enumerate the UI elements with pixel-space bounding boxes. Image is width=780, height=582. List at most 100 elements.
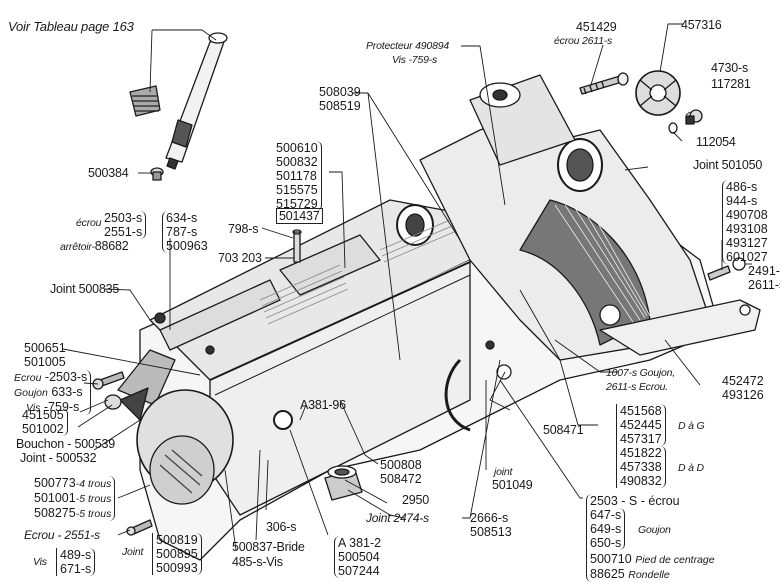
label-voir-tableau: Voir Tableau page 163 xyxy=(8,19,134,34)
label-protecteur: Protecteur 490894 xyxy=(366,40,449,52)
screw-ecrou-goujon xyxy=(92,371,125,390)
part-number: 452472 xyxy=(722,374,764,388)
part-number: A 381-2 xyxy=(338,536,382,550)
label-306s: 306-s xyxy=(266,520,297,534)
part-number: 787-s xyxy=(166,225,198,239)
label-goujon-word: Goujon xyxy=(638,524,671,536)
label-500384: 500384 xyxy=(88,166,129,180)
part-line: 501001-5 trous xyxy=(34,491,112,505)
screw-4730s xyxy=(685,109,703,125)
part-number: 493127 xyxy=(726,236,768,250)
part-number: 2503-s xyxy=(104,211,143,225)
part-number: 515575 xyxy=(276,183,318,197)
part-number: 501002 xyxy=(22,422,64,436)
group-d-a-d: 451822 457338 490832 xyxy=(616,446,666,488)
label-ecrou-2611: écrou 2611-s xyxy=(554,35,613,47)
label-goujon-1007: 1007-s Goujon, xyxy=(606,367,675,379)
leader-lines xyxy=(62,23,752,551)
group-500808: 500808 508472 xyxy=(380,458,422,486)
bolt-right xyxy=(707,257,746,281)
part-number: 500504 xyxy=(338,550,380,564)
part-number: 508039 xyxy=(319,85,361,99)
part-number: 457338 xyxy=(620,460,662,474)
part-line: 508275-5 trous xyxy=(34,506,112,520)
part-number: 500832 xyxy=(276,155,318,169)
label-vis-485: 485-s-Vis xyxy=(232,555,283,569)
part-number: 500651 xyxy=(24,341,66,355)
part-number: 452445 xyxy=(620,418,662,432)
label-508471: 508471 xyxy=(543,423,584,437)
part-number: 2551-s xyxy=(104,225,143,239)
label-501049: 501049 xyxy=(492,478,533,492)
bracket-452472 xyxy=(599,299,761,356)
part-number: 601027 xyxy=(726,250,768,264)
part-number: 508513 xyxy=(470,525,512,539)
part-number: 508472 xyxy=(380,472,422,486)
label-d-a-g: D à G xyxy=(678,420,705,432)
part-number: 515729 xyxy=(276,197,318,211)
label-451429: 451429 xyxy=(576,20,617,34)
goujon-subgroup: 647-s 649-s 650-s xyxy=(590,508,626,550)
label-vis-word: Vis xyxy=(33,556,47,568)
stud-798s xyxy=(292,229,302,263)
bearing-457316 xyxy=(635,70,681,116)
group-500651: 500651 501005 xyxy=(24,341,66,369)
gearbox-housing xyxy=(117,74,721,561)
label-d-a-d: D à D xyxy=(678,462,704,474)
part-number: 508519 xyxy=(319,99,361,113)
part-number: 451568 xyxy=(620,404,662,418)
part-number: 457317 xyxy=(620,432,662,446)
label-joint-500835: Joint 500835 xyxy=(50,282,120,296)
part-number: 486-s xyxy=(726,180,758,194)
speedometer-shaft xyxy=(165,32,228,170)
part-number: 2611-s xyxy=(748,278,780,292)
label-703203: 703 203 xyxy=(218,251,262,265)
group-2666: 2666-s 508513 xyxy=(470,511,512,539)
label-joint-501049-word: joint xyxy=(494,466,513,478)
group-451505: 451505 501002 xyxy=(22,408,68,436)
arretoir-number: 88682 xyxy=(94,239,129,253)
label-joint-word: Joint xyxy=(122,546,144,558)
part-number: 493108 xyxy=(726,222,768,236)
part-number: 451822 xyxy=(620,446,662,460)
label-joint-501050: Joint 501050 xyxy=(693,158,763,172)
label-117281: 117281 xyxy=(711,77,751,91)
group-500773: 500773-4 trous 501001-5 trous 508275-5 t… xyxy=(34,476,116,521)
part-number: 507244 xyxy=(338,564,380,578)
part-number: 944-s xyxy=(726,194,758,208)
label-2950: 2950 xyxy=(402,493,430,507)
part-line: Vis -759-s xyxy=(26,400,80,414)
label-a381-96: A381-96 xyxy=(300,398,346,412)
group-a381-2: A 381-2 500504 507244 xyxy=(334,536,381,578)
label-798s: 798-s xyxy=(228,222,259,236)
part-number: 500819 xyxy=(156,533,198,547)
label-4730s: 4730-s xyxy=(711,61,749,75)
part-number: 2666-s xyxy=(470,511,509,525)
washer-112054 xyxy=(668,122,678,134)
label-ecrou-word: écrou xyxy=(76,217,102,229)
label-joint-2474: Joint 2474-s xyxy=(366,511,429,525)
part-line: 2503 - S - écrou xyxy=(590,494,680,508)
part-number: 634-s xyxy=(166,211,198,225)
part-number: 500895 xyxy=(156,547,198,561)
part-number: 500808 xyxy=(380,458,422,472)
label-ecrou-2611b: 2611-s Ecrou. xyxy=(606,381,668,393)
part-number: 500993 xyxy=(156,561,198,575)
part-number: 2491-s xyxy=(748,264,780,278)
label-joint-500532: Joint - 500532 xyxy=(20,451,97,465)
group-452472: 452472 493126 xyxy=(722,374,764,402)
part-number: 500610 xyxy=(276,141,318,155)
part-line: Goujon 633-s xyxy=(14,385,83,399)
screw-bottom-left xyxy=(126,519,153,536)
part-line: 500710 Pied de centrage xyxy=(590,552,715,566)
small-bushing-500384 xyxy=(150,167,164,181)
arretoir-word: arrêtoir- xyxy=(60,241,95,253)
group-vis: 489-s 671-s xyxy=(56,548,96,576)
cap-451505 xyxy=(104,394,122,410)
part-line: 88625 Rondelle xyxy=(590,567,670,581)
group-d-a-g: 451568 452445 457317 xyxy=(616,404,666,446)
label-501437-boxed: 501437 xyxy=(276,208,323,224)
part-number: 490832 xyxy=(620,474,662,488)
worm-gear xyxy=(129,85,161,117)
group-ecrou: 2503-s 2551-s xyxy=(104,211,147,239)
